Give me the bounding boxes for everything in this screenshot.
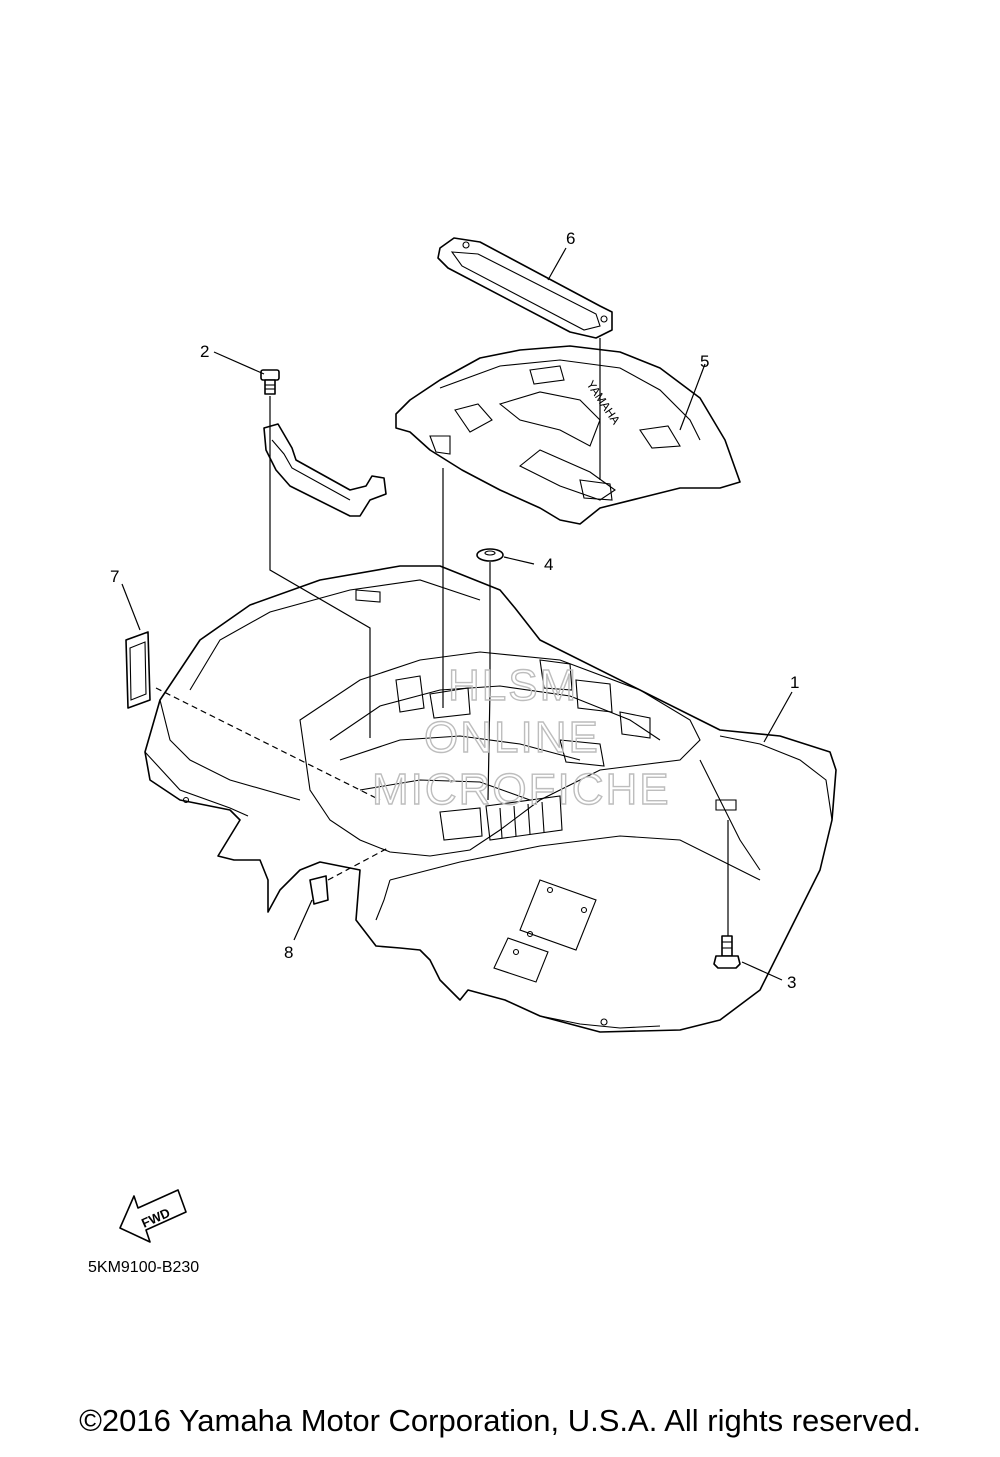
- watermark-line-3: MICROFICHE: [372, 765, 671, 814]
- callout-8: 8: [284, 943, 293, 962]
- callout-6: 6: [566, 229, 575, 248]
- fwd-arrow-icon: FWD: [119, 1189, 187, 1243]
- callout-5: 5: [700, 352, 709, 371]
- part-5-top-cover: YAMAHA: [395, 345, 741, 525]
- copyright-notice: ©2016 Yamaha Motor Corporation, U.S.A. A…: [79, 1403, 921, 1438]
- callout-leaders: [121, 247, 793, 981]
- part-3-bolt: [713, 935, 741, 969]
- watermark: HLSM ONLINE MICROFICHE: [371, 660, 671, 814]
- part-4-grommet: [476, 548, 504, 562]
- callout-2: 2: [200, 342, 209, 361]
- assembly-lines: [269, 338, 729, 936]
- callout-3: 3: [787, 973, 796, 992]
- watermark-line-1: HLSM: [448, 661, 578, 710]
- callout-7: 7: [110, 567, 119, 586]
- rack-bracket: [263, 423, 387, 517]
- callout-1: 1: [790, 673, 799, 692]
- part-6-plate: [437, 237, 613, 339]
- part-2-bolt: [260, 369, 280, 395]
- part-1-rear-fender: [144, 565, 837, 1033]
- part-7-label: [125, 631, 151, 709]
- hidden-assembly-lines: [155, 687, 389, 881]
- drawing-code: 5KM9100-B230: [88, 1259, 199, 1276]
- callout-labels: 1 2 3 4 5 6 7 8: [110, 229, 799, 992]
- part-8-clip: [309, 875, 329, 905]
- watermark-line-2: ONLINE: [424, 713, 600, 762]
- callout-4: 4: [544, 555, 553, 574]
